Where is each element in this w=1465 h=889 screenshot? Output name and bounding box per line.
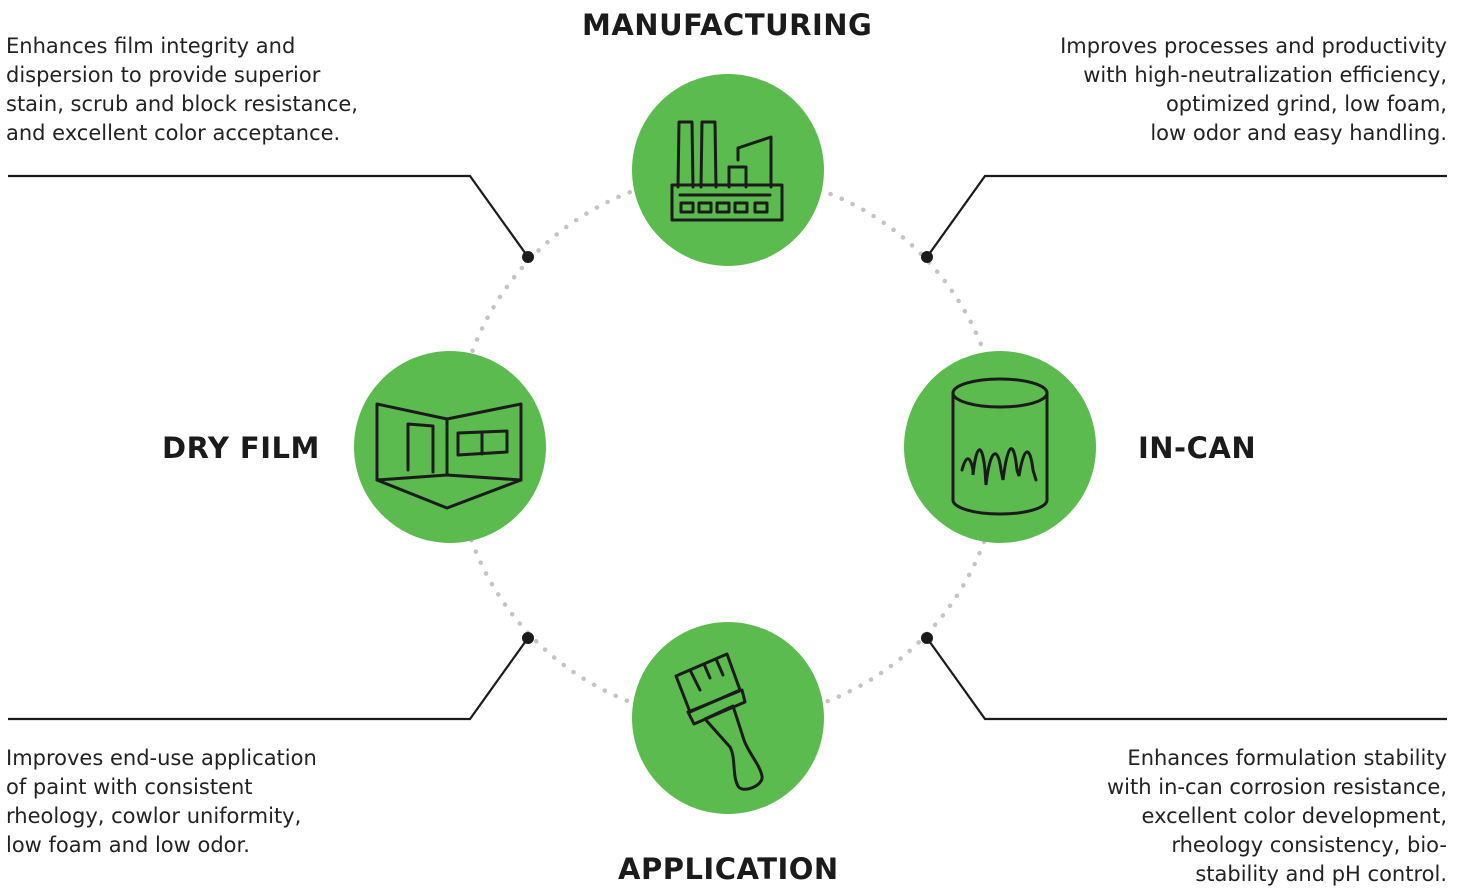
description-line: Improves processes and productivity <box>1060 34 1447 58</box>
description-line: with high-neutralization efficiency, <box>1083 63 1447 87</box>
leader-dot-bottom-right <box>921 632 933 644</box>
description-line: optimized grind, low foam, <box>1165 92 1447 116</box>
manufacturing-title: MANUFACTURING <box>582 8 873 42</box>
description-line: dispersion to provide superior <box>6 63 321 87</box>
description-line: rheology consistency, bio- <box>1171 833 1447 857</box>
dry-film-title: DRY FILM <box>162 431 320 465</box>
leader-lines <box>8 174 1447 721</box>
description-line: stain, scrub and block resistance, <box>6 92 358 116</box>
in-can-title: IN-CAN <box>1138 431 1257 465</box>
description-line: Enhances film integrity and <box>6 34 296 58</box>
dry-film-description: Enhances film integrity and dispersion t… <box>6 32 358 148</box>
dry-film-node <box>354 351 546 543</box>
leader-line-bottom-right <box>926 637 1447 721</box>
description-line: stability and pH control. <box>1195 862 1447 886</box>
in-can-description: Enhances formulation stability with in-c… <box>1107 744 1447 889</box>
description-line: Enhances formulation stability <box>1127 746 1447 770</box>
leader-line-top-right <box>926 174 1447 258</box>
leader-dot-bottom-left <box>522 632 534 644</box>
application-description: Improves end-use application of paint wi… <box>6 744 317 860</box>
manufacturing-description: Improves processes and productivity with… <box>1060 32 1447 148</box>
description-line: and excellent color acceptance. <box>6 121 341 145</box>
description-line: of paint with consistent <box>6 775 253 799</box>
room-icon <box>375 402 523 510</box>
description-line: Improves end-use application <box>6 746 317 770</box>
description-line: rheology, cowlor uniformity, <box>6 804 302 828</box>
description-line: with in-can corrosion resistance, <box>1107 775 1447 799</box>
paint-can-icon <box>951 377 1049 516</box>
description-line: low odor and easy handling. <box>1150 121 1447 145</box>
paintbrush-icon <box>674 652 764 791</box>
application-node <box>632 622 824 814</box>
leader-dot-top-left <box>522 251 534 263</box>
leader-line-bottom-left <box>8 637 529 721</box>
description-line: excellent color development, <box>1141 804 1447 828</box>
leader-dot-top-right <box>921 251 933 263</box>
application-title: APPLICATION <box>618 852 839 886</box>
description-line: low foam and low odor. <box>6 833 250 857</box>
factory-icon <box>670 120 784 222</box>
leader-line-top-left <box>8 174 529 258</box>
